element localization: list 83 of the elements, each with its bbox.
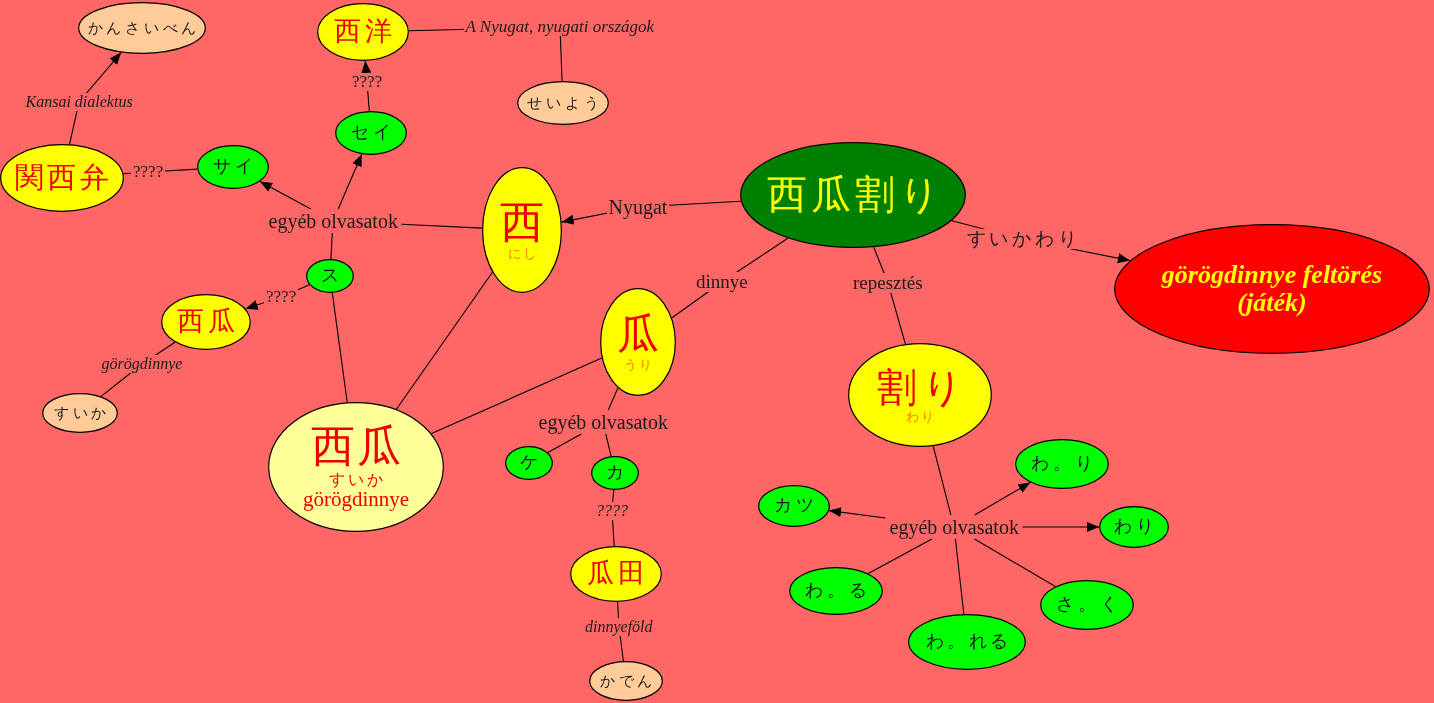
reading-label: すいか <box>327 470 387 489</box>
concept-ellipse <box>848 343 992 447</box>
concept-ellipse <box>317 3 409 61</box>
kana-label: わ。る <box>804 581 871 601</box>
edge-label: dinnye <box>694 271 750 293</box>
kana-label: サイ <box>212 157 257 177</box>
reading-ellipse <box>1099 506 1169 548</box>
kana-label: かんさいべん <box>86 19 201 37</box>
kana-label: わ。れる <box>924 632 1012 652</box>
edge-label: repesztés <box>851 272 925 294</box>
concept-ellipse <box>0 144 124 212</box>
arrow <box>1021 522 1100 532</box>
linking-phrase: egyéb olvasatok <box>538 411 668 433</box>
kana-label: ス <box>320 266 343 286</box>
connector-line <box>547 433 582 454</box>
linking-phrase: egyéb olvasatok <box>889 516 1019 538</box>
concept-ellipse <box>570 546 662 602</box>
reading-ellipse <box>1015 439 1109 489</box>
kanji-label: 西瓜割り <box>765 173 944 217</box>
concept-ellipse <box>161 294 251 350</box>
kana-label: かでん <box>598 672 656 690</box>
concept-ellipse <box>482 167 562 293</box>
arrow <box>337 153 363 210</box>
connector-line <box>605 433 612 457</box>
arrow <box>974 481 1031 516</box>
reading-ellipse <box>1040 580 1134 630</box>
edge-label: ???? <box>264 287 299 307</box>
reading-label: わり <box>905 409 936 424</box>
kanji-label: 西瓜 <box>309 423 404 471</box>
reading-ellipse <box>42 393 118 433</box>
kana-label: わ。り <box>1030 454 1097 474</box>
edge-label: Kansai dialektus <box>23 93 135 111</box>
reading-label: にし <box>507 246 538 261</box>
concept-ellipse <box>600 288 676 396</box>
kana-label: セイ <box>350 123 395 143</box>
edge-label: A Nyugat, nyugati országok <box>463 17 657 37</box>
kana-label: カ <box>605 463 628 483</box>
kana-label: すいか <box>52 404 110 422</box>
kana-label: わり <box>1113 517 1158 537</box>
kanji-label: 瓜田 <box>586 559 648 589</box>
arrow <box>259 181 312 210</box>
reading-ellipse <box>758 485 830 527</box>
reading-ellipse <box>517 81 609 125</box>
reading-ellipse <box>505 446 553 480</box>
edge-label: ???? <box>350 72 385 92</box>
kanji-label: 西 <box>499 199 550 247</box>
edge-label: dinnyeföld <box>583 618 655 636</box>
reading-ellipse <box>197 145 269 189</box>
kanji-label: 割り <box>876 366 968 410</box>
kana-label: せいよう <box>526 94 603 112</box>
connector-line <box>932 445 952 516</box>
connector-line <box>330 232 333 260</box>
kanji-label: 関西弁 <box>14 162 113 194</box>
concept-ellipse <box>268 402 444 532</box>
reading-ellipse <box>306 259 354 293</box>
concept-ellipse <box>1114 224 1430 354</box>
reading-ellipse <box>908 614 1026 670</box>
kana-label: カツ <box>773 496 818 516</box>
reading-label: うり <box>623 357 654 372</box>
kanji-label: 西洋 <box>333 17 395 47</box>
linking-phrase: egyéb olvasatok <box>268 210 398 232</box>
concept-label: görögdinnye feltörés (játék) <box>1160 260 1384 318</box>
meaning-label: görögdinnye <box>302 488 410 511</box>
connector-line <box>954 538 965 615</box>
kanji-label: 瓜 <box>616 312 665 358</box>
edge-label: görögdinnye <box>99 355 185 373</box>
kana-label: ケ <box>519 453 542 473</box>
concept-ellipse <box>740 142 966 248</box>
kana-label: さ。く <box>1055 595 1122 615</box>
reading-ellipse <box>335 111 407 155</box>
kanji-label: 西瓜 <box>176 307 238 337</box>
reading-ellipse <box>589 661 663 701</box>
connector-line <box>867 538 933 575</box>
reading-ellipse <box>591 456 639 490</box>
connector-line <box>395 271 493 410</box>
reading-ellipse <box>78 2 206 54</box>
connector-line <box>400 223 483 229</box>
arrow <box>828 507 887 519</box>
connector-line <box>331 292 348 403</box>
connector-line <box>430 357 603 435</box>
connector-line <box>973 538 1056 588</box>
reading-ellipse <box>789 567 883 615</box>
connector-line <box>607 387 619 411</box>
